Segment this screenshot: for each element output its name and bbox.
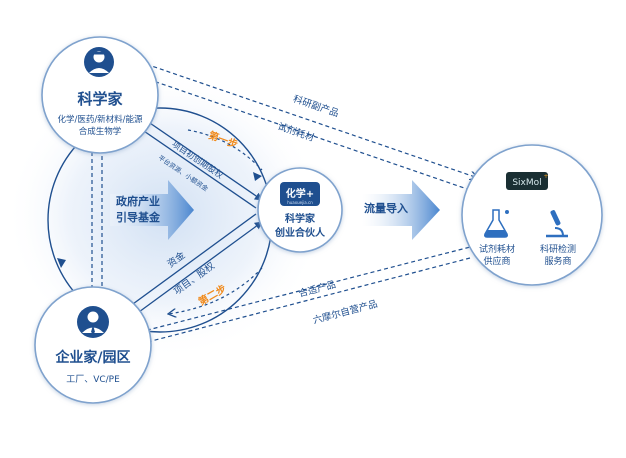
traffic-label: 流量导入 [364,201,408,215]
sixmol-node-circle [461,144,603,286]
entrepreneur-subtitle: 工厂、VC/PE [66,374,120,385]
scientist-subtitle-2: 合成生物学 [79,126,122,137]
dashed-line-sixmol-to-entrepreneur [140,257,471,344]
sixmol-item-2-line-2: 服务商 [544,255,571,267]
government-fund-label-1: 政府产业 [116,194,160,208]
sixmol-item-1-line-2: 供应商 [483,255,510,267]
scientist-node: 科学家 化学/医药/新材料/能源 合成生物学 [41,36,159,154]
businessman-avatar-icon [77,306,109,338]
cycle-arrowhead-right [253,172,262,181]
dashed-line-entrepreneur-to-sixmol [139,245,478,333]
entrepreneur-node: 企业家/园区 工厂、VC/PE [34,286,152,404]
entrepreneur-node-circle [34,286,152,404]
scientist-title: 科学家 [77,90,122,108]
sixmol-logo-plus-icon: + [543,173,548,180]
microscope-icon [546,210,568,238]
line-entrepreneur-to-platform-b [121,213,257,313]
platform-logo-text: 化学+ [286,187,314,200]
top-flow-label-1: 科研副产品 [292,93,341,120]
platform-node-circle [257,167,343,253]
line-entrepreneur-to-platform-a [127,221,263,321]
government-fund-arrow [110,180,194,240]
sixmol-logo-text: SixMol [512,178,541,188]
traffic-arrow [362,180,440,240]
bottom-flow-label-2: 六摩尔自营产品 [312,298,379,327]
sixmol-logo-badge [506,172,548,190]
platform-title-2: 创业合伙人 [274,226,326,239]
sixmol-item-2-line-1: 科研检测 [540,243,576,255]
dashed-line-scientist-to-sixmol [139,61,478,178]
flask-icon [484,209,509,238]
scientist-subtitle-1: 化学/医药/新材料/能源 [57,114,143,125]
step-1-arc [187,129,263,171]
government-fund-label-2: 引导基金 [116,210,161,224]
platform-title-1: 科学家 [285,212,316,225]
entrepreneur-title: 企业家/园区 [54,349,130,366]
platform-logo-subtext: huaxuejia.cn [287,200,313,205]
scientist-node-circle [41,36,159,154]
sixmol-node: SixMol + 试剂耗材 供应商 科研检测 服务商 [461,144,603,286]
platform-node: 化学+ huaxuejia.cn 科学家 创业合伙人 [257,167,343,253]
sixmol-item-1-line-1: 试剂耗材 [479,243,515,255]
platform-logo-badge [280,182,320,206]
cycle-arrowhead-left [57,258,66,268]
scientist-avatar-icon [84,47,114,77]
dashed-line-sixmol-to-scientist [133,74,471,191]
